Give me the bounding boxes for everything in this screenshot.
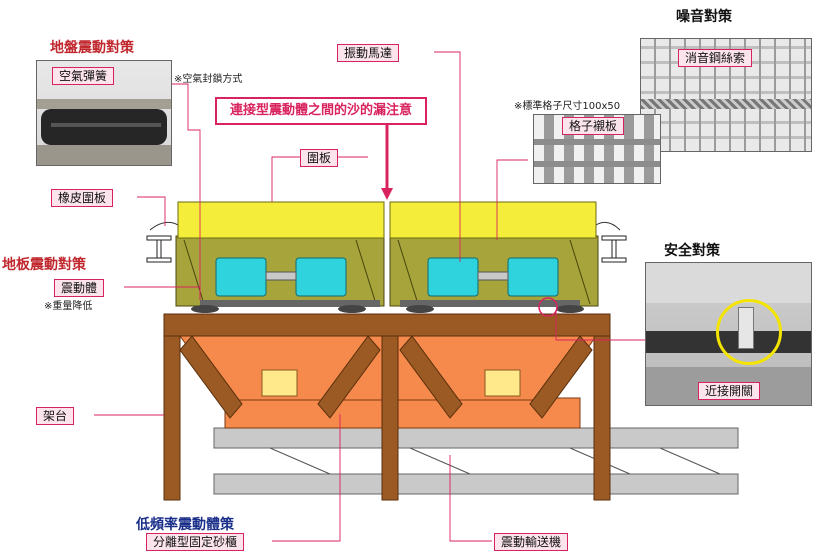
separate-hopper-label: 分離型固定砂櫃: [146, 533, 245, 551]
callout-lines: [94, 51, 660, 542]
proximity-switch-marker: [538, 297, 558, 317]
vibration-motors: [215, 257, 559, 297]
rubber-enclosure-label: 橡皮圍板: [51, 189, 114, 207]
i-beam-shapes: [146, 235, 627, 263]
low-frequency-heading: 低頻率震動體策: [136, 517, 234, 533]
floor-vibration-heading: 地板震動對策: [2, 257, 86, 273]
grid-liner-label: 格子襯板: [562, 117, 625, 135]
vibrating-body-left: [175, 201, 385, 307]
sand-leak-warning: 連接型震動體之間的沙的漏注意: [215, 97, 427, 125]
weight-reduction-note: ※重量降低: [44, 301, 93, 312]
air-springs: [191, 305, 584, 313]
silencer-wire-label: 消音鋼絲索: [678, 49, 753, 67]
rubber-enclosure-curve: [149, 221, 179, 231]
grid-size-note: ※標準格子尺寸100x50: [514, 101, 621, 112]
noise-heading: 噪音對策: [676, 9, 732, 25]
proximity-switch-label: 近接開關: [698, 382, 761, 400]
vibration-conveyor-shape: [213, 427, 739, 495]
vibration-motor-label: 振動馬達: [337, 44, 400, 62]
air-spring-label: 空氣彈簧: [52, 67, 115, 85]
grid-liner-photo: [533, 114, 661, 184]
safety-heading: 安全對策: [664, 243, 720, 259]
ground-vibration-heading: 地盤震動對策: [50, 40, 134, 56]
vibrating-body-right: [389, 201, 599, 307]
frame-shape: [163, 313, 611, 501]
vibrating-body-label: 震動體: [54, 279, 105, 297]
enclosure-label: 圍板: [300, 149, 339, 167]
air-seal-note: ※空氣封鎖方式: [174, 74, 243, 85]
frame-label: 架台: [36, 407, 75, 425]
vibration-conveyor-label: 震動輸送機: [494, 533, 569, 551]
